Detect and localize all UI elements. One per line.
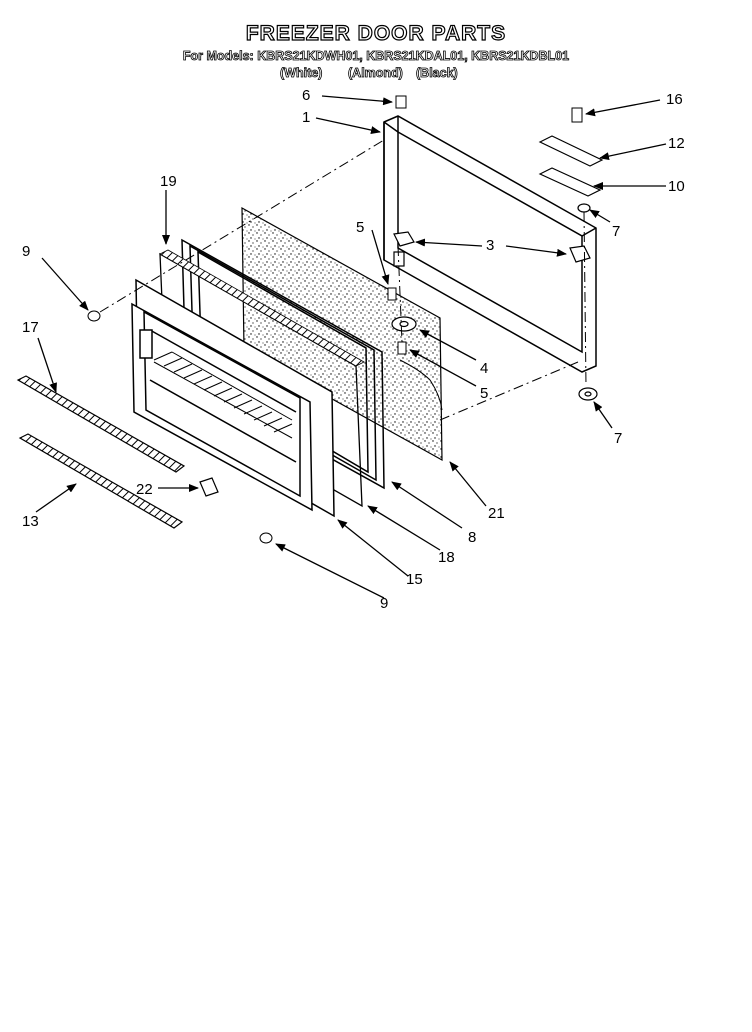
- finish-white: (White): [280, 66, 323, 81]
- page-title: FREEZER DOOR PARTS: [245, 21, 507, 45]
- stop-22: [199, 477, 219, 497]
- callout-9-left: 9: [22, 243, 30, 260]
- finish-almond: (Almond): [348, 66, 404, 81]
- callout-21: 21: [488, 505, 505, 522]
- callout-7-upper: 7: [612, 223, 620, 240]
- callout-1: 1: [302, 109, 310, 126]
- door-frame: [383, 115, 597, 373]
- callout-6: 6: [302, 87, 310, 104]
- screw-5-lower: [397, 341, 407, 355]
- callout-16: 16: [666, 91, 683, 108]
- callout-3: 3: [486, 237, 494, 254]
- callout-5-lower: 5: [480, 385, 488, 402]
- door-bracket: [139, 329, 153, 359]
- screw-16: [571, 107, 583, 123]
- callout-5-upper: 5: [356, 219, 364, 236]
- callout-7-lower: 7: [614, 430, 622, 447]
- callout-8: 8: [468, 529, 476, 546]
- callout-9-bottom: 9: [380, 595, 388, 612]
- callout-18: 18: [438, 549, 455, 566]
- screw-9-left: [87, 310, 101, 322]
- washer: [391, 316, 417, 332]
- finish-black: (Black): [416, 66, 458, 81]
- plate-10: [538, 167, 602, 197]
- callout-19: 19: [160, 173, 177, 190]
- handle-trim-lower: [18, 433, 184, 529]
- bushing-7-lower: [578, 387, 598, 401]
- screw-5-upper: [387, 287, 397, 301]
- handle-trim-upper: [16, 375, 186, 473]
- bushing-7-upper: [577, 203, 591, 213]
- models-line: For Models: KBRS21KDWH01, KBRS21KDAL01, …: [182, 49, 570, 64]
- callout-12: 12: [668, 135, 685, 152]
- door-shelf-ribs: [153, 351, 293, 439]
- screw-9-bottom: [259, 532, 273, 544]
- callout-13: 13: [22, 513, 39, 530]
- callout-4: 4: [480, 360, 488, 377]
- callout-15: 15: [406, 571, 423, 588]
- callout-17: 17: [22, 319, 39, 336]
- plate-12: [538, 135, 604, 167]
- callout-10: 10: [668, 178, 685, 195]
- callout-22: 22: [136, 481, 153, 498]
- screw-6: [395, 95, 407, 109]
- callout-labels: 6 1 16 12 10 7 5 3 4 5 7 19 9 17 13 22 2…: [22, 87, 685, 612]
- alignment-lines: [99, 139, 587, 421]
- leader-lines: [35, 95, 667, 599]
- door-panel: [131, 278, 335, 518]
